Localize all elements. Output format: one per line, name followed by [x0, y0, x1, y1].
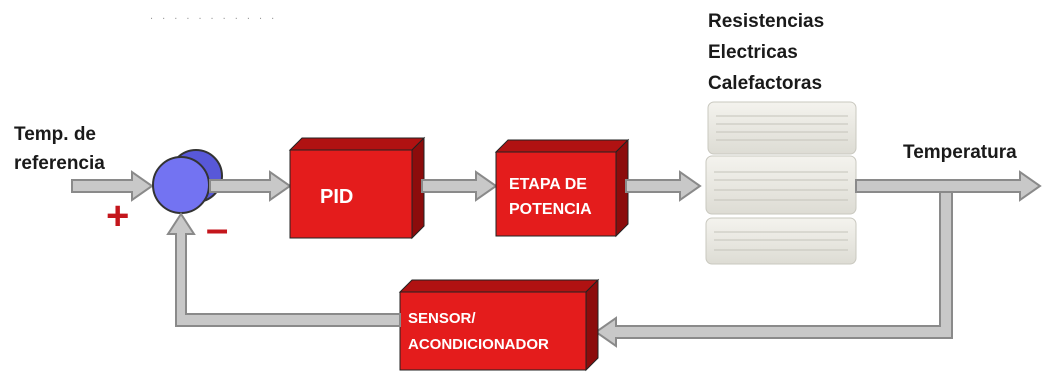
- plus-sign: +: [106, 194, 130, 238]
- input-arrow: [71, 170, 154, 202]
- output-temperature-label: Temperatura: [903, 142, 1017, 163]
- power-stage-label: ETAPA DE POTENCIA: [509, 172, 592, 222]
- power-stage-line-1: ETAPA DE: [509, 176, 587, 193]
- sensor-line-2: ACONDICIONADOR: [408, 336, 549, 353]
- pid-label: PID: [320, 186, 354, 208]
- reference-label-line-1: Temp. de: [14, 124, 96, 145]
- reference-temperature-label: Temp. de referencia: [14, 120, 105, 178]
- heater-resistors-image: [705, 101, 857, 265]
- feedback-arrow-to-sum: [166, 212, 401, 327]
- pid-block: [288, 136, 426, 240]
- minus-sign: –: [206, 207, 229, 251]
- heaters-line-2: Electricas: [708, 42, 798, 63]
- arrow-pid-to-power: [421, 170, 498, 202]
- reference-label-line-2: referencia: [14, 153, 105, 174]
- sensor-block: [398, 278, 600, 372]
- faint-header-text: . . . . . . . . . . .: [150, 10, 278, 22]
- feedback-arrow-to-sensor: [594, 191, 953, 348]
- output-arrow: [855, 170, 1042, 202]
- heaters-label: Resistencias Electricas Calefactoras: [708, 6, 824, 99]
- arrow-sum-to-pid: [209, 170, 292, 202]
- sensor-line-1: SENSOR/: [408, 310, 476, 327]
- arrow-power-to-heaters: [625, 170, 702, 202]
- power-stage-line-2: POTENCIA: [509, 201, 592, 218]
- power-stage-block: [494, 138, 630, 238]
- sensor-label: SENSOR/ ACONDICIONADOR: [408, 306, 549, 358]
- heaters-line-1: Resistencias: [708, 11, 825, 32]
- heaters-line-3: Calefactoras: [708, 73, 823, 94]
